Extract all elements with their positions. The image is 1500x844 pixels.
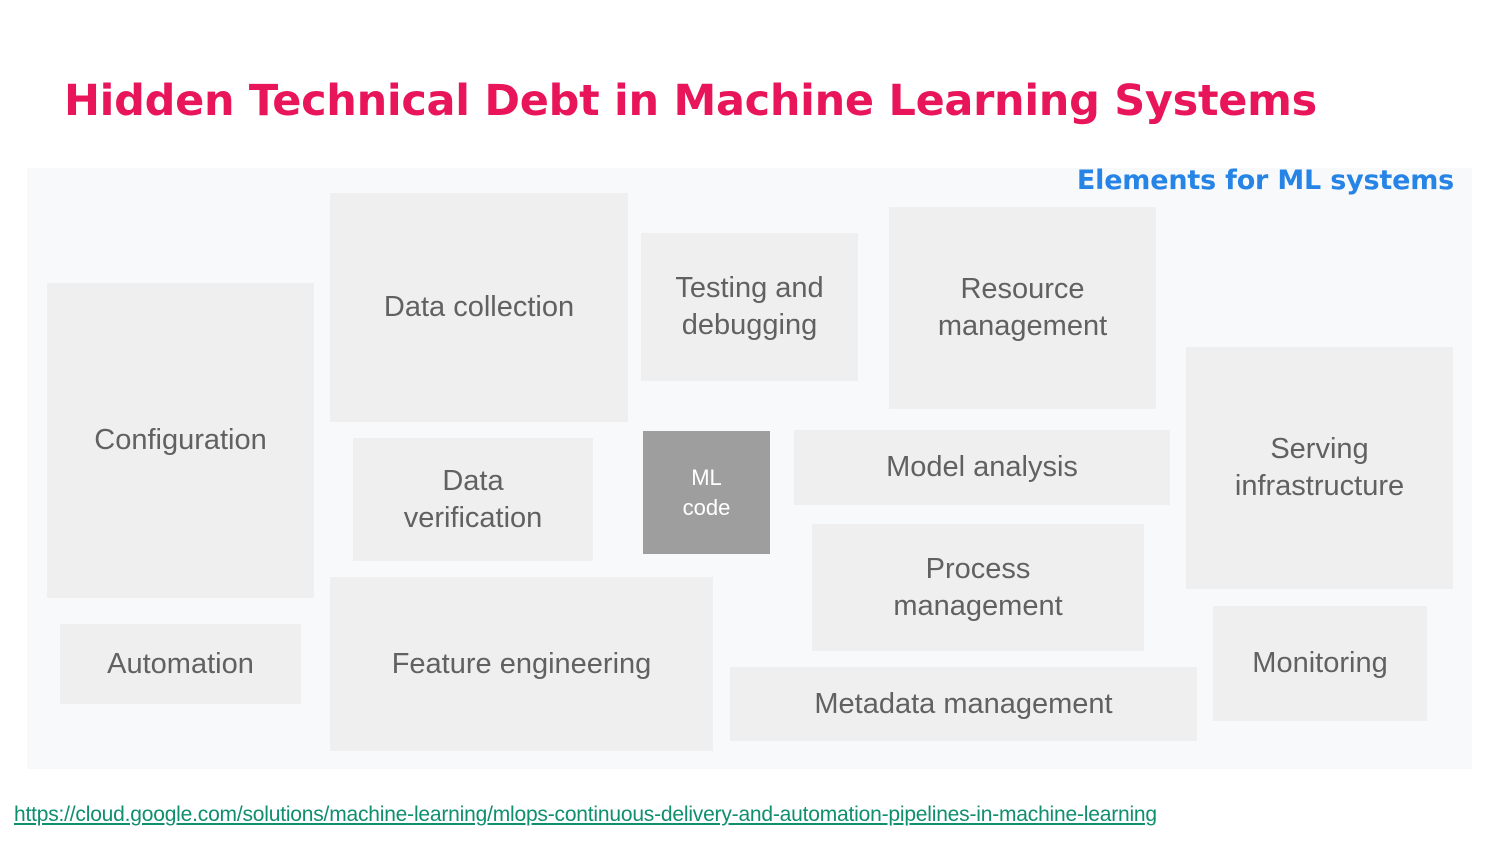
metadata-management-box: Metadata management — [730, 667, 1197, 741]
model-analysis-box: Model analysis — [794, 430, 1170, 505]
data-verification-box: Data verification — [353, 438, 593, 561]
ml-code-box: ML code — [643, 431, 770, 554]
diagram-caption: Elements for ML systems — [1076, 165, 1454, 196]
slide-title: Hidden Technical Debt in Machine Learnin… — [64, 76, 1317, 126]
automation-box: Automation — [60, 624, 301, 704]
resource-management-box: Resource management — [889, 207, 1156, 409]
feature-engineering-box: Feature engineering — [330, 577, 713, 751]
source-link[interactable]: https://cloud.google.com/solutions/machi… — [14, 803, 1157, 826]
testing-and-debugging-box: Testing and debugging — [641, 233, 858, 381]
data-collection-box: Data collection — [330, 193, 628, 422]
monitoring-box: Monitoring — [1213, 606, 1427, 721]
serving-infrastructure-box: Serving infrastructure — [1186, 347, 1453, 589]
configuration-box: Configuration — [47, 283, 314, 598]
process-management-box: Process management — [812, 524, 1144, 651]
